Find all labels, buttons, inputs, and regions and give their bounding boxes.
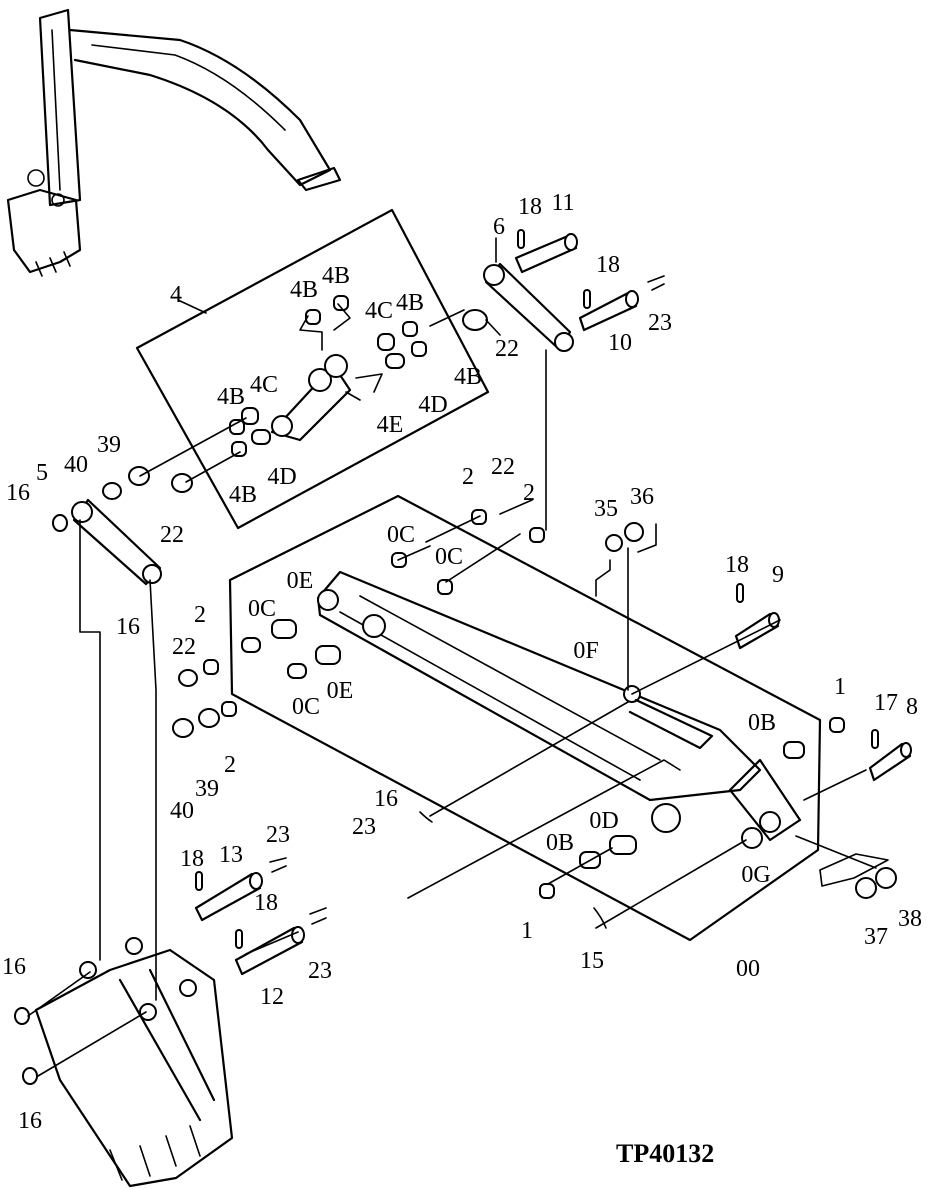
label-17: 17 (874, 690, 898, 716)
label-4B: 4B (217, 384, 245, 410)
label-22: 22 (491, 454, 515, 480)
label-36: 36 (630, 484, 654, 510)
label-22: 22 (495, 336, 519, 362)
label-40: 40 (64, 452, 88, 478)
label-0E: 0E (327, 678, 354, 704)
label-10: 10 (608, 330, 632, 356)
pin-12 (234, 907, 327, 976)
label-18: 18 (254, 890, 278, 916)
washers-37-38 (819, 853, 897, 899)
label-4C: 4C (250, 372, 278, 398)
label-4B: 4B (454, 364, 482, 390)
label-1: 1 (521, 918, 533, 944)
label-4B: 4B (396, 290, 424, 316)
label-18: 18 (518, 194, 542, 220)
figure-code: TP40132 (616, 1139, 714, 1168)
callout-labels: 11 18 6 18 23 10 22 4 4B 4B 4B 4C 4B 4C … (2, 190, 922, 1168)
label-00: 00 (736, 956, 760, 982)
arm-boom-sketch (6, 8, 342, 277)
label-4B: 4B (229, 482, 257, 508)
label-0C: 0C (387, 522, 415, 548)
label-6: 6 (493, 214, 505, 240)
label-23: 23 (648, 310, 672, 336)
label-1: 1 (834, 674, 846, 700)
label-39: 39 (195, 776, 219, 802)
label-15: 15 (580, 948, 604, 974)
label-11: 11 (551, 190, 574, 216)
label-23: 23 (352, 814, 376, 840)
label-16: 16 (374, 786, 398, 812)
label-16: 16 (116, 614, 140, 640)
label-16: 16 (2, 954, 26, 980)
label-35: 35 (594, 496, 618, 522)
pin-11 (514, 229, 578, 274)
label-2: 2 (194, 602, 206, 628)
label-18: 18 (725, 552, 749, 578)
label-0C: 0C (292, 694, 320, 720)
label-40: 40 (170, 798, 194, 824)
label-38: 38 (898, 906, 922, 932)
label-18: 18 (596, 252, 620, 278)
label-8: 8 (906, 694, 918, 720)
pin-8 (868, 729, 912, 782)
label-2: 2 (523, 480, 535, 506)
label-0D: 0D (589, 808, 618, 834)
label-0G: 0G (741, 862, 770, 888)
pin-10 (578, 275, 665, 332)
label-4C: 4C (365, 298, 393, 324)
label-0B: 0B (546, 830, 574, 856)
label-0F: 0F (573, 638, 598, 664)
label-0B: 0B (748, 710, 776, 736)
label-16: 16 (6, 480, 30, 506)
label-5: 5 (36, 460, 48, 486)
label-12: 12 (260, 984, 284, 1010)
label-18: 18 (180, 846, 204, 872)
connector-lines (27, 309, 877, 1077)
label-4B: 4B (322, 263, 350, 289)
label-4B: 4B (290, 277, 318, 303)
label-39: 39 (97, 432, 121, 458)
link-6 (462, 237, 574, 352)
label-22: 22 (160, 522, 184, 548)
label-0C: 0C (248, 596, 276, 622)
label-37: 37 (864, 924, 888, 950)
label-0E: 0E (287, 568, 314, 594)
label-23: 23 (266, 822, 290, 848)
label-16: 16 (18, 1108, 42, 1134)
label-23: 23 (308, 958, 332, 984)
label-22: 22 (172, 634, 196, 660)
label-4E: 4E (377, 412, 404, 438)
label-4D: 4D (418, 392, 447, 418)
label-4D: 4D (267, 464, 296, 490)
bucket-assembly (14, 937, 234, 1188)
label-2: 2 (462, 464, 474, 490)
pin-13 (194, 857, 287, 922)
label-4: 4 (170, 282, 182, 308)
kit-4-box (135, 208, 490, 530)
link-5 (52, 466, 193, 586)
label-9: 9 (772, 562, 784, 588)
label-2: 2 (224, 752, 236, 778)
label-0C: 0C (435, 544, 463, 570)
label-13: 13 (219, 842, 243, 868)
